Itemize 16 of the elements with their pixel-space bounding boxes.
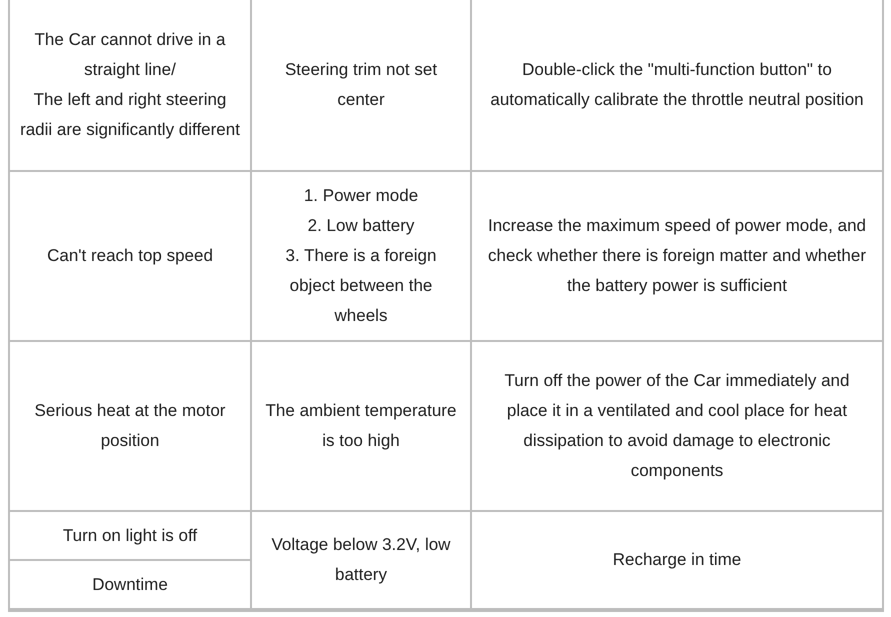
symptom-text: The Car cannot drive in a straight line/ — [34, 29, 226, 81]
solution-text: Turn off the power of the Car immediately and place it in a ventilated and cool place for heat dissipation to avoid damage to electronic components — [504, 370, 850, 482]
cause-text: 2. Low battery — [308, 215, 414, 237]
solution-text: Double-click the "multi-function button" to automatically calibrate the throttle neutral position — [489, 59, 865, 111]
symptom-text: Downtime — [92, 574, 168, 596]
symptom-text: The left and right steering radii are significantly different — [20, 89, 240, 141]
solution-text: Recharge in time — [612, 549, 742, 571]
cause-text: Voltage below 3.2V, low battery — [270, 534, 452, 586]
cause-text: 1. Power mode — [304, 185, 418, 207]
cause-text: The ambient temperature is too high — [264, 400, 458, 452]
symptom-text: Can't reach top speed — [47, 245, 213, 267]
solution-text: Increase the maximum speed of power mode, and check whether there is foreign matter and whether the battery power is sufficient — [487, 215, 867, 297]
symptom-text: Serious heat at the motor position — [34, 400, 226, 452]
cause-text: Steering trim not set center — [284, 59, 438, 111]
symptom-text: Turn on light is off — [62, 524, 198, 546]
cause-text: 3. There is a foreign object between the wheels — [284, 245, 438, 327]
